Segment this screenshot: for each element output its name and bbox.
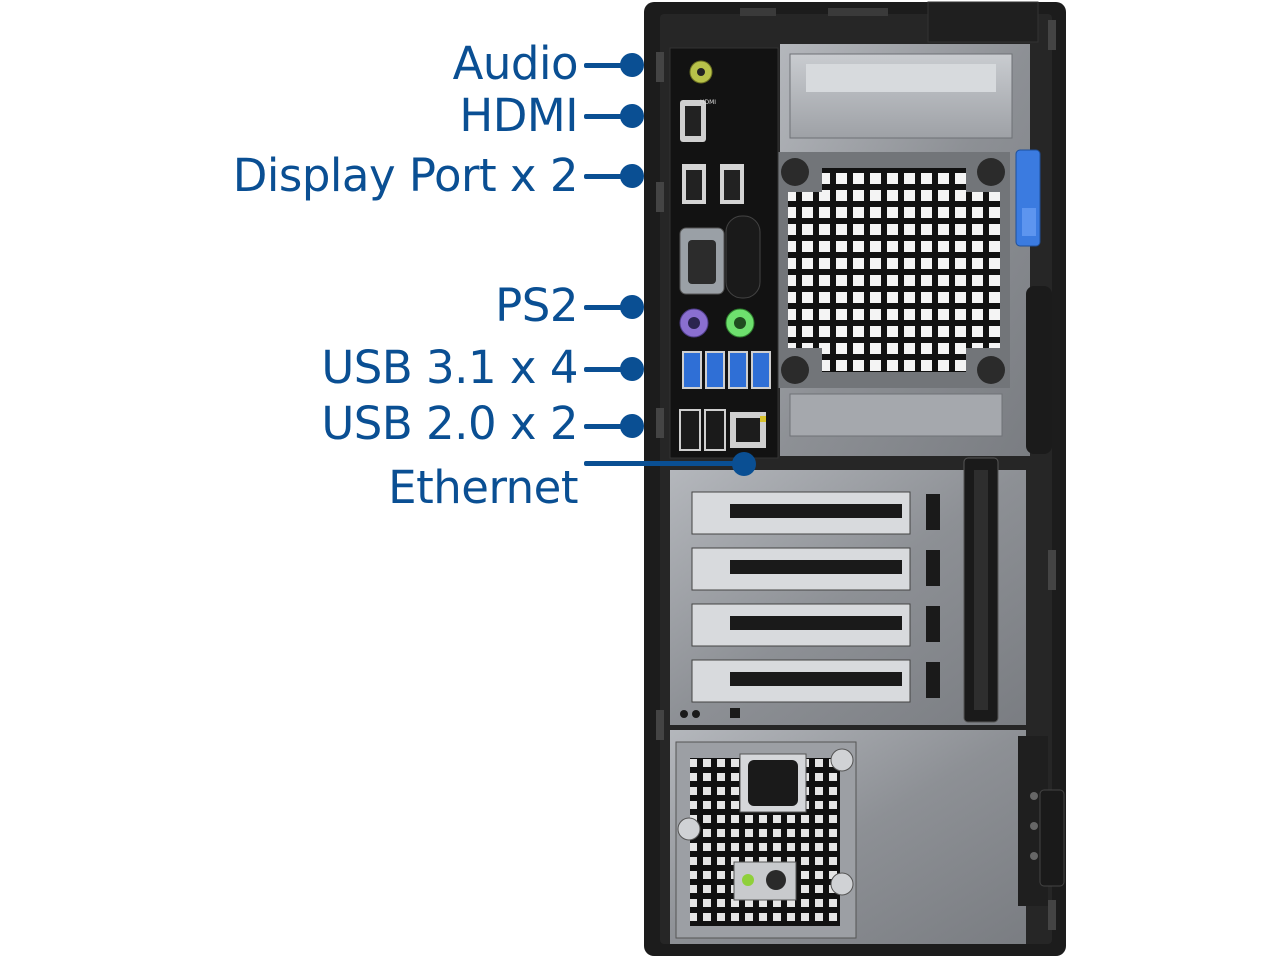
callout-hdmi-line bbox=[584, 114, 632, 119]
callout-hdmi-label: HDMI bbox=[459, 89, 578, 142]
callout-usb31-dot bbox=[620, 357, 644, 381]
callout-ethernet-dot bbox=[732, 452, 756, 476]
callout-usb31-label: USB 3.1 x 4 bbox=[321, 341, 578, 394]
callout-hdmi-dot bbox=[620, 104, 644, 128]
callout-displayport-label: Display Port x 2 bbox=[232, 149, 579, 202]
hdmi-mark: HDMI bbox=[700, 99, 716, 106]
io-shield: HDMI bbox=[669, 47, 779, 459]
callout-ps2-label: PS2 bbox=[495, 279, 578, 332]
callout-usb20-dot bbox=[620, 414, 644, 438]
callout-audio-dot bbox=[620, 53, 644, 77]
callout-usb20-line bbox=[584, 424, 632, 429]
callout-ps2-line bbox=[584, 305, 632, 310]
callout-usb20-label: USB 2.0 x 2 bbox=[321, 397, 578, 450]
callout-ethernet-label: Ethernet bbox=[388, 461, 578, 514]
power-supply bbox=[670, 730, 1065, 944]
callout-audio-label: Audio bbox=[452, 37, 579, 90]
expansion-slots bbox=[680, 457, 999, 723]
callout-displayport-line bbox=[584, 174, 632, 179]
callout-ethernet-line bbox=[584, 461, 744, 466]
callout-usb31-line bbox=[584, 367, 632, 372]
callout-displayport-dot bbox=[620, 164, 644, 188]
callout-ps2-dot bbox=[620, 295, 644, 319]
callout-audio-line bbox=[584, 63, 632, 68]
